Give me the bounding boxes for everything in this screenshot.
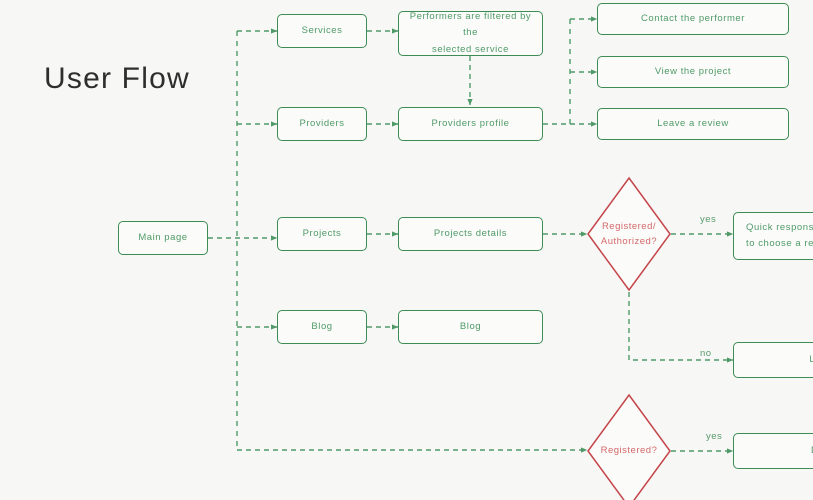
- decision-registered[interactable]: Registered?: [587, 393, 671, 500]
- node-blog-2[interactable]: Blog: [398, 310, 543, 344]
- node-contact-performer[interactable]: Contact the performer: [597, 3, 789, 35]
- node-providers-profile[interactable]: Providers profile: [398, 107, 543, 141]
- node-leave-review[interactable]: Leave a review: [597, 108, 789, 140]
- node-performers-filtered[interactable]: Performers are filtered by the selected …: [398, 11, 543, 56]
- decision-label: Registered?: [600, 445, 658, 457]
- node-dashboard[interactable]: Dashbo: [733, 433, 813, 469]
- node-quick-response[interactable]: Quick response w to choose a resp: [733, 212, 813, 260]
- decision-registered-authorized[interactable]: Registered/ Authorized?: [587, 176, 671, 292]
- edge-label-yes-2: yes: [706, 431, 723, 442]
- node-projects[interactable]: Projects: [277, 217, 367, 251]
- node-providers[interactable]: Providers: [277, 107, 367, 141]
- node-view-project[interactable]: View the project: [597, 56, 789, 88]
- decision-label: Registered/ Authorized?: [600, 220, 658, 247]
- node-blog-1[interactable]: Blog: [277, 310, 367, 344]
- node-main-page[interactable]: Main page: [118, 221, 208, 255]
- node-log-in[interactable]: Log in/S: [733, 342, 813, 378]
- diamond-shape: [587, 393, 671, 500]
- node-services[interactable]: Services: [277, 14, 367, 48]
- node-projects-details[interactable]: Projects details: [398, 217, 543, 251]
- diamond-shape: [587, 176, 671, 292]
- page-title: User Flow: [44, 62, 190, 95]
- edge-label-yes-1: yes: [700, 214, 717, 225]
- edge-label-no-1: no: [700, 348, 712, 359]
